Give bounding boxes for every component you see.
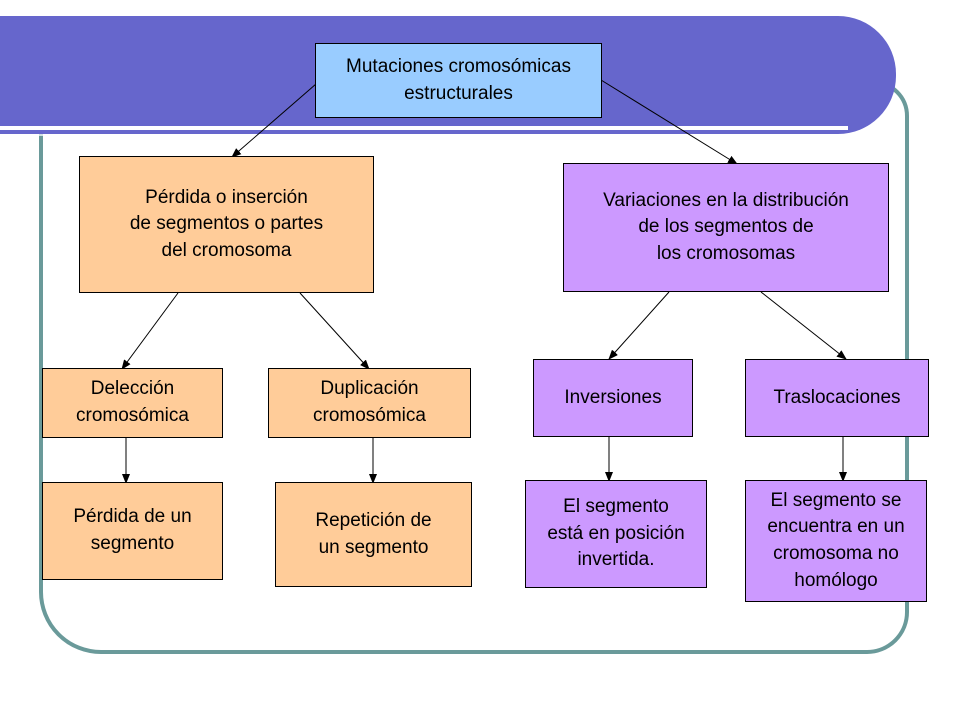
inversions-node: Inversiones: [533, 359, 693, 437]
inversions-label: Inversiones: [564, 386, 662, 408]
duplication-detail-label: Repetición de un segmento: [315, 509, 432, 558]
deletion-detail-node: Pérdida de un segmento: [42, 482, 223, 580]
header-divider-line-thin: [0, 134, 848, 136]
translocations-node: Traslocaciones: [745, 359, 929, 437]
left-branch-label: Pérdida o inserción de segmentos o parte…: [129, 186, 324, 261]
left-branch-node: Pérdida o inserción de segmentos o parte…: [79, 156, 374, 293]
right-branch-label: Variaciones en la distribución de los se…: [603, 189, 849, 264]
deletion-node: Delección cromosómica: [42, 368, 223, 438]
deletion-label: Delección cromosómica: [76, 378, 189, 426]
duplication-detail-node: Repetición de un segmento: [275, 482, 472, 587]
translocations-detail-label: El segmento se encuentra en un cromosoma…: [767, 489, 905, 591]
duplication-node: Duplicación cromosómica: [268, 368, 471, 438]
root-node-label: Mutaciones cromosómicas estructurales: [346, 55, 571, 104]
deletion-detail-label: Pérdida de un segmento: [73, 506, 192, 554]
translocations-detail-node: El segmento se encuentra en un cromosoma…: [745, 480, 927, 602]
root-node: Mutaciones cromosómicas estructurales: [315, 43, 602, 118]
translocations-label: Traslocaciones: [773, 386, 901, 408]
duplication-label: Duplicación cromosómica: [313, 378, 426, 426]
right-branch-node: Variaciones en la distribución de los se…: [563, 163, 889, 292]
inversions-detail-label: El segmento está en posición invertida.: [547, 496, 685, 571]
header-divider-line: [0, 126, 848, 130]
inversions-detail-node: El segmento está en posición invertida.: [525, 480, 707, 588]
